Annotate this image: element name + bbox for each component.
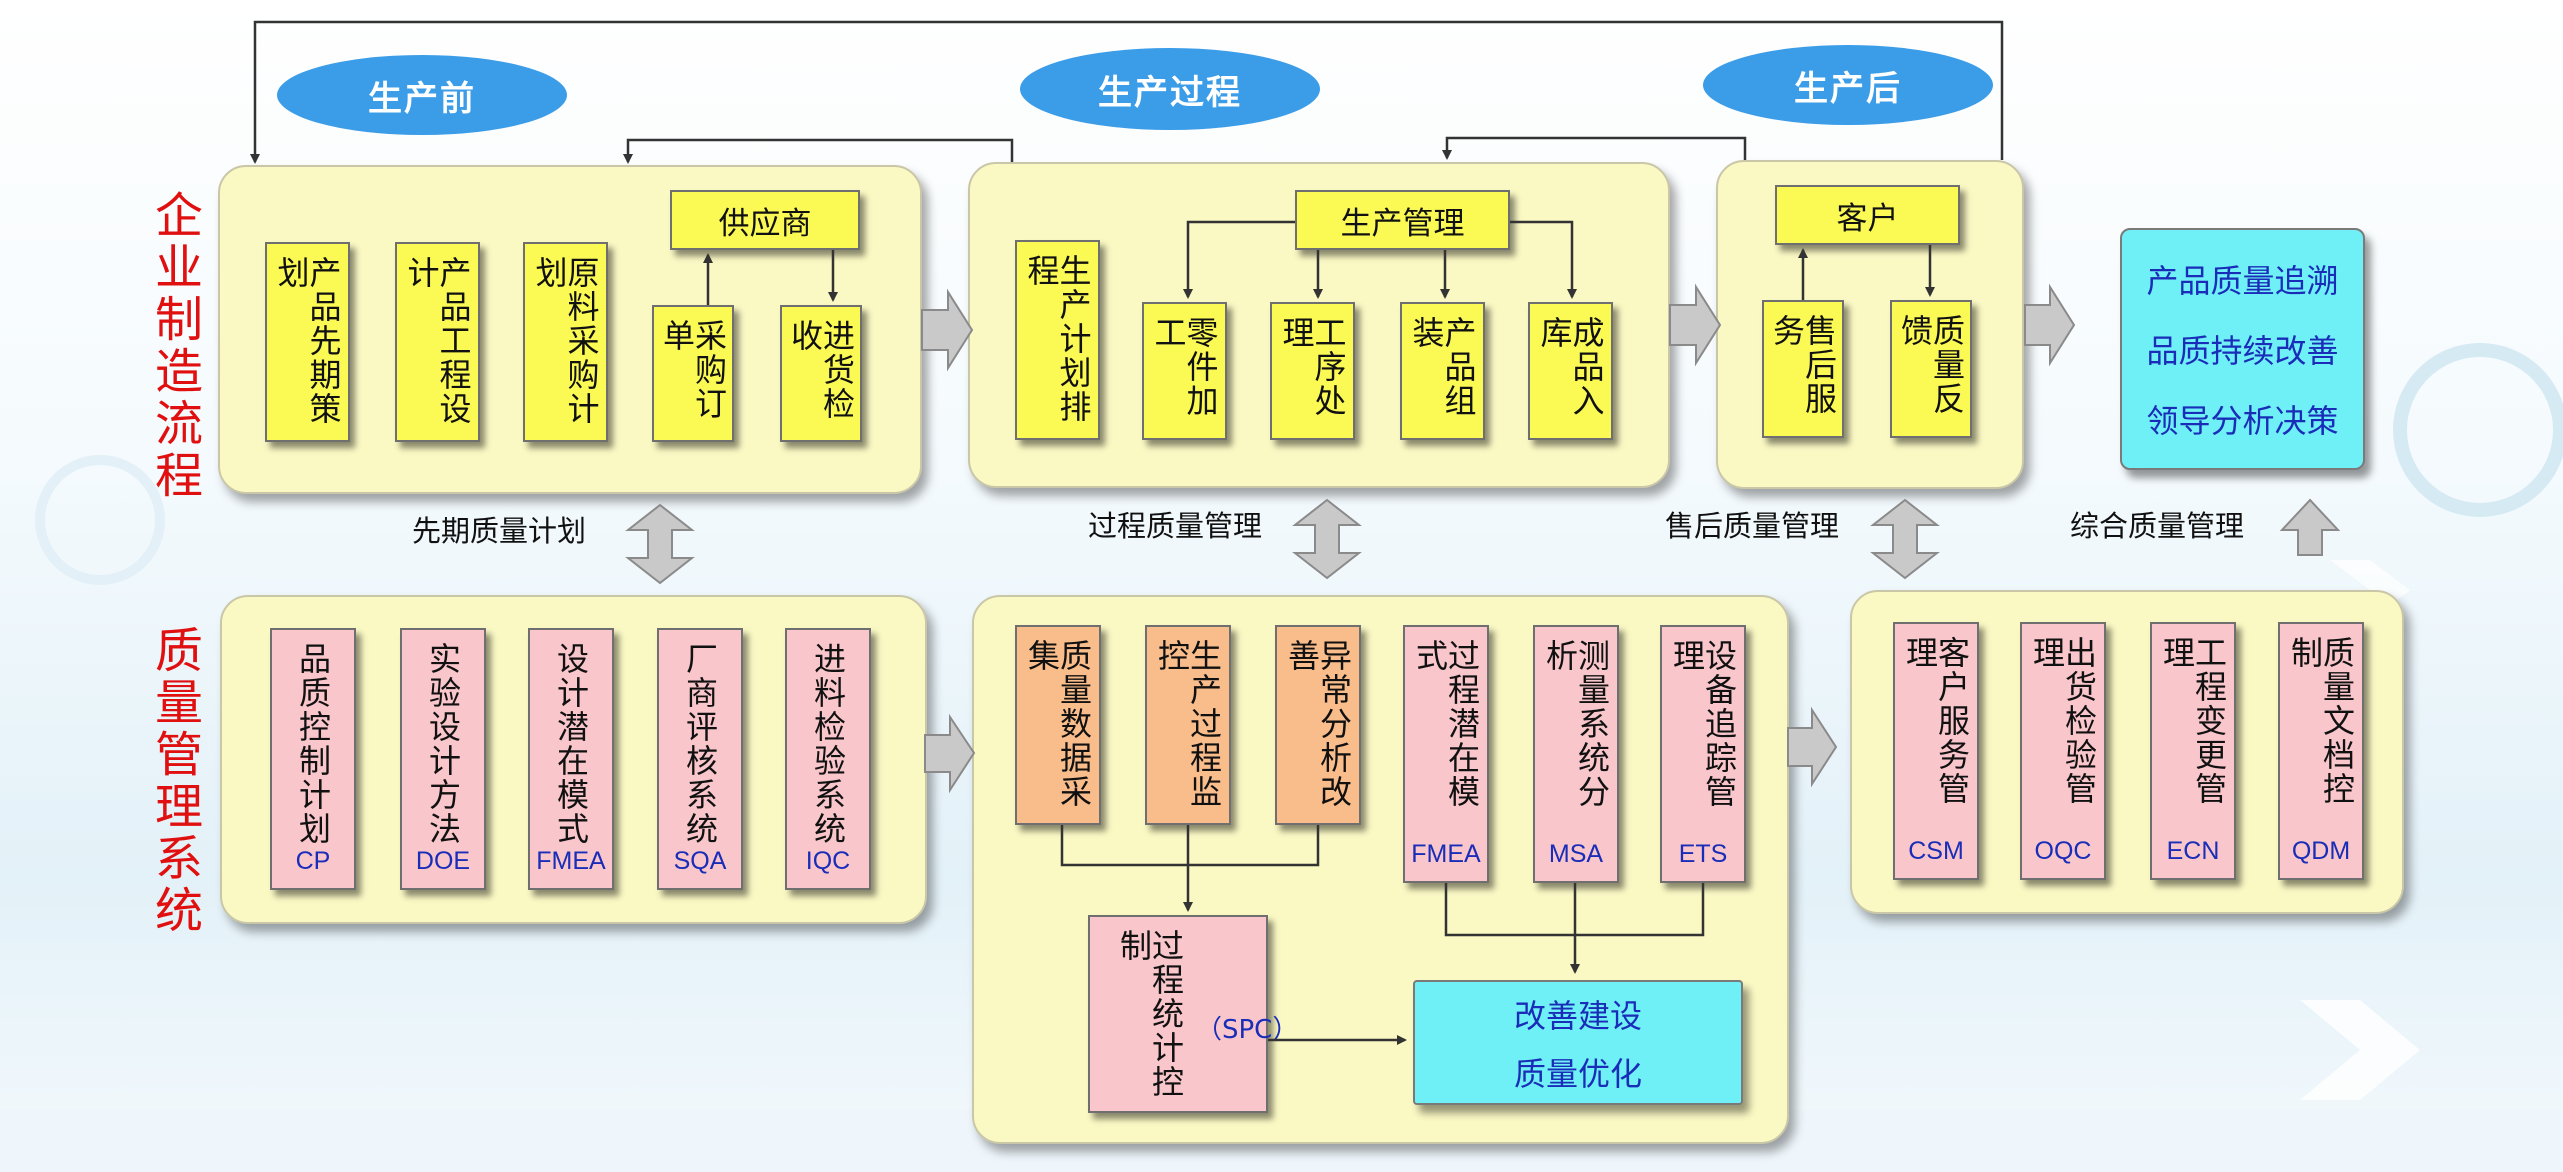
quality-during-orange-item: 生产过程监控: [1145, 625, 1231, 825]
flow-label-advance-plan: 先期质量计划: [412, 514, 587, 548]
production-item: 成品入库: [1528, 302, 1613, 440]
orange-to-spc-line: [1060, 825, 1320, 867]
top-loop-line: [250, 20, 2004, 164]
up-arrow: [2279, 498, 2341, 556]
quality-feedback-box: 质量反馈: [1890, 300, 1972, 438]
double-arrow-vertical: [625, 503, 695, 585]
production-item: 产品组装: [1400, 302, 1485, 440]
flow-label-aftersale-mgmt: 售后质量管理: [1665, 509, 1840, 543]
incoming-check-box: 进货检收: [780, 305, 862, 442]
result-line: 领导分析决策: [2146, 402, 2339, 440]
flow-arrow-right: [921, 288, 974, 372]
flow-arrow-right: [1787, 706, 1838, 788]
side-label-quality: 质量管理系统: [146, 625, 202, 937]
quality-during-orange-item: 异常分析改善: [1275, 625, 1361, 825]
phase-post-ellipse: 生产后: [1703, 45, 1993, 125]
flow-label-integrated-mgmt: 综合质量管理: [2070, 509, 2245, 543]
double-arrow-vertical: [1292, 498, 1362, 580]
flow-arrow-right: [924, 713, 976, 794]
result-line: 品质持续改善: [2146, 332, 2339, 370]
flow-arrow-right: [1669, 283, 1722, 367]
enterprise-pre-item: 产品先期策划: [265, 242, 350, 442]
quality-during-orange-item: 质量数据采集: [1015, 625, 1101, 825]
customer-box: 客户: [1775, 185, 1960, 245]
phase-pre-label: 生产前: [368, 78, 476, 119]
spc-box: 过程统计控制 （SPC）: [1088, 915, 1298, 1113]
phase-pre-ellipse: 生产前: [277, 55, 567, 135]
purchase-order-box: 采购订单: [652, 305, 734, 442]
phase-during-label: 生产过程: [1098, 72, 1242, 113]
side-label-enterprise: 企业制造流程: [146, 190, 202, 502]
manager-branch-line: [1510, 220, 1577, 299]
enterprise-pre-item: 产品工程设计: [395, 242, 480, 442]
improve-line: 质量优化: [1513, 1054, 1642, 1093]
production-item: 零件加工: [1142, 302, 1227, 440]
production-manager-box: 生产管理: [1295, 190, 1510, 250]
phase-during-ellipse: 生产过程: [1020, 48, 1320, 130]
production-schedule-box: 生产计划排程: [1015, 240, 1100, 440]
result-line: 产品质量追溯: [2146, 262, 2339, 300]
supplier-box: 供应商: [670, 190, 860, 250]
phase-post-label: 生产后: [1794, 68, 1902, 109]
pre-loop-line: [623, 138, 1014, 164]
flow-label-process-mgmt: 过程质量管理: [1088, 509, 1263, 543]
manager-branch-line: [1183, 220, 1295, 299]
enterprise-pre-item: 原料采购计划: [523, 242, 608, 442]
flow-arrow-right: [2024, 283, 2076, 367]
after-sale-service-box: 售后服务: [1762, 300, 1844, 438]
double-arrow-vertical: [1870, 498, 1940, 580]
production-item: 工序处理: [1270, 302, 1355, 440]
improve-line: 改善建设: [1513, 996, 1642, 1035]
during-loop-line: [1442, 136, 1747, 160]
result-box: 产品质量追溯 品质持续改善 领导分析决策: [2120, 228, 2365, 470]
improve-box: 改善建设 质量优化: [1413, 980, 1743, 1105]
